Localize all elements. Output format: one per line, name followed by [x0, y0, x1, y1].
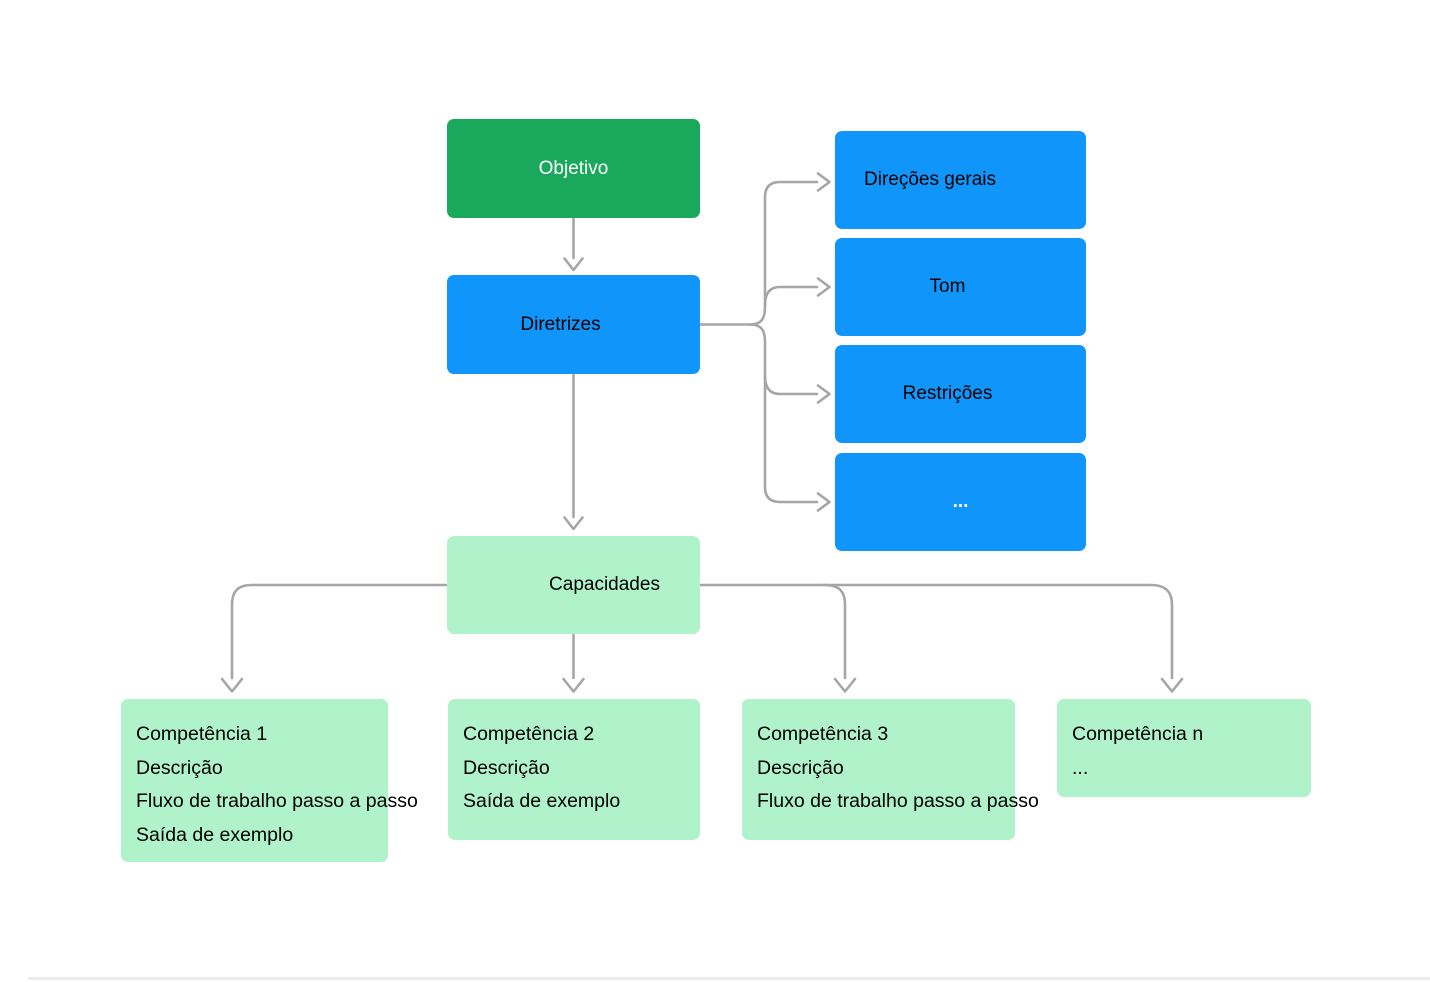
node-ellipsis-label: ... [952, 491, 969, 512]
node-objetivo-label: Objetivo [538, 157, 609, 179]
competencia-2-title: Competência 2 [463, 723, 595, 745]
node-competencia-1: Competência 1 Descrição Fluxo de trabalh… [121, 699, 418, 862]
node-ellipsis: ... [835, 453, 1086, 551]
node-capacidades-label: Capacidades [549, 574, 660, 595]
node-direcoes-gerais: Direções gerais [835, 131, 1086, 229]
arrow-to-competencia-3 [822, 583, 857, 693]
node-competencia-n: Competência n ... [1057, 699, 1311, 797]
arrow-to-competencia-n [699, 583, 1184, 693]
competencia-3-title: Competência 3 [757, 723, 889, 745]
arrow-to-direcoes-gerais [748, 172, 831, 326]
node-objetivo: Objetivo [447, 119, 700, 218]
competencia-1-line: Descrição [136, 756, 223, 779]
node-tom-label: Tom [929, 276, 966, 297]
arrow-diretrizes-to-capacidades [563, 373, 584, 531]
node-restricoes: Restrições [835, 345, 1086, 443]
page-bottom-divider [28, 977, 1430, 980]
competencia-2-line: Saída de exemplo [463, 790, 621, 812]
node-competencia-2: Competência 2 Descrição Saída de exemplo [448, 699, 700, 840]
node-diretrizes: Diretrizes [447, 275, 700, 374]
node-tom: Tom [835, 238, 1086, 336]
competencia-n-title: Competência n [1072, 723, 1204, 745]
competencia-3-line: Fluxo de trabalho passo a passo [757, 790, 1039, 812]
node-restricoes-label: Restrições [902, 383, 993, 404]
arrow-objetivo-to-diretrizes [563, 217, 584, 272]
arrow-to-restricoes [763, 374, 831, 404]
arrow-to-tom [763, 277, 831, 307]
competencia-1-line: Saída de exemplo [136, 823, 294, 846]
competencia-1-line: Fluxo de trabalho passo a passo [136, 790, 418, 812]
competencia-1-title: Competência 1 [136, 723, 268, 745]
competencia-n-line: ... [1072, 756, 1089, 779]
competencia-2-line: Descrição [463, 756, 550, 779]
node-diretrizes-label: Diretrizes [520, 313, 601, 335]
arrow-to-ellipsis-box [748, 323, 831, 512]
node-competencia-3: Competência 3 Descrição Fluxo de trabalh… [742, 699, 1039, 840]
arrow-to-competencia-1 [220, 583, 448, 693]
node-direcoes-gerais-label: Direções gerais [864, 169, 996, 190]
node-capacidades: Capacidades [447, 536, 700, 634]
competencia-3-line: Descrição [757, 756, 844, 779]
arrow-to-competencia-2 [562, 633, 585, 693]
